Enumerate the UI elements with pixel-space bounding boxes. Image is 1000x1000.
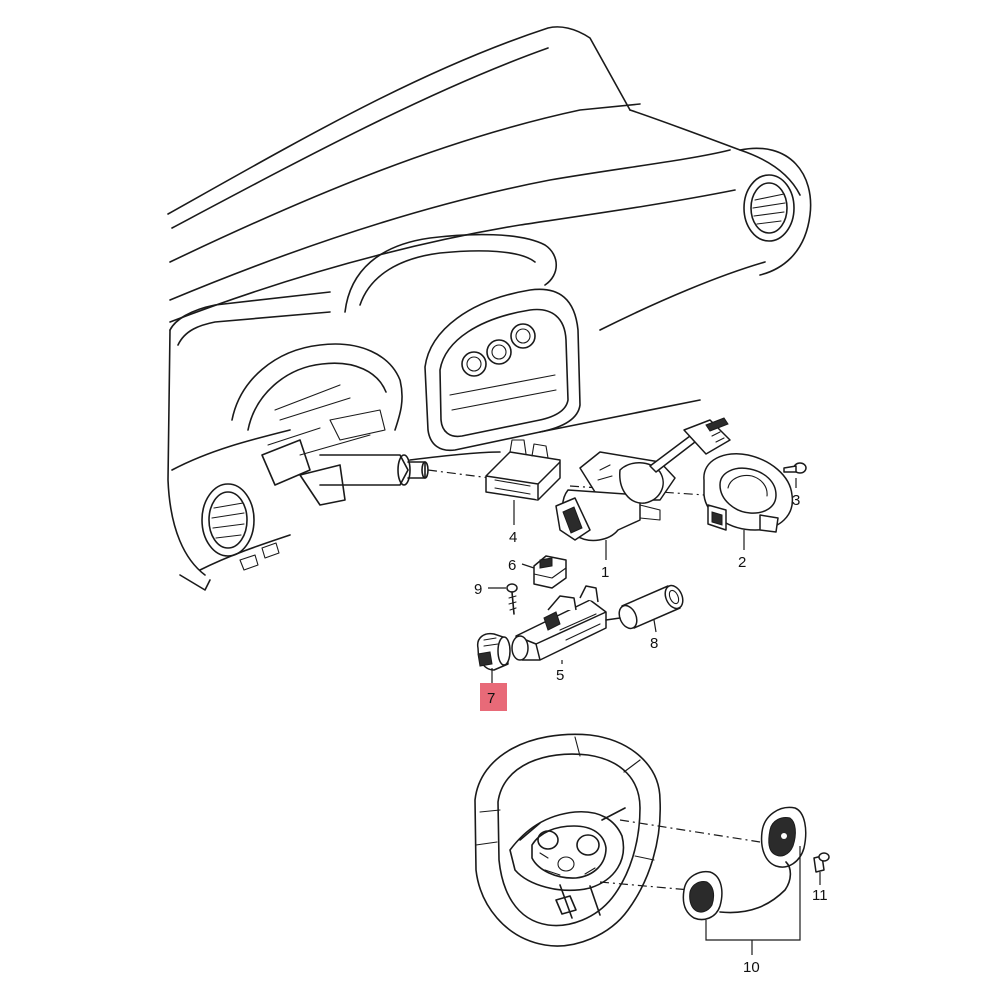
- part-8-cylinder: [605, 584, 684, 633]
- part-3-screw: [783, 462, 807, 488]
- part-1-combination-switch: [555, 417, 731, 560]
- steering-wheel: [474, 733, 662, 947]
- left-air-vent: [201, 483, 255, 557]
- label-part-10: 10: [743, 959, 760, 976]
- label-part-5: 5: [556, 667, 564, 684]
- label-part-6: 6: [508, 557, 516, 574]
- dashboard: [167, 26, 812, 591]
- label-part-2: 2: [738, 554, 746, 571]
- leader-8: [653, 619, 657, 633]
- label-part-11: 11: [812, 887, 828, 904]
- right-air-vent: [743, 174, 795, 242]
- label-part-4: 4: [509, 529, 517, 546]
- leader-6: [521, 563, 535, 569]
- label-part-1: 1: [601, 564, 609, 581]
- label-part-3: 3: [792, 492, 800, 509]
- part-2-clock-spring: [703, 453, 794, 550]
- wheel-axis-lines: [599, 819, 761, 891]
- center-console-panel: [424, 288, 581, 452]
- label-part-7: 7: [487, 690, 495, 707]
- part-5-lock-housing: [511, 585, 607, 664]
- part-4-bracket: [485, 439, 561, 525]
- column-opening: [231, 343, 403, 506]
- part-7-lock-cylinder: [476, 632, 511, 686]
- label-part-8: 8: [650, 635, 658, 652]
- label-part-9: 9: [474, 581, 482, 598]
- part-6-module: [521, 555, 567, 589]
- highlight-box-part-7: [480, 683, 507, 711]
- part-11-screw: [813, 852, 830, 885]
- part-9-screw: [488, 583, 518, 615]
- part-10-buttons: [682, 806, 807, 955]
